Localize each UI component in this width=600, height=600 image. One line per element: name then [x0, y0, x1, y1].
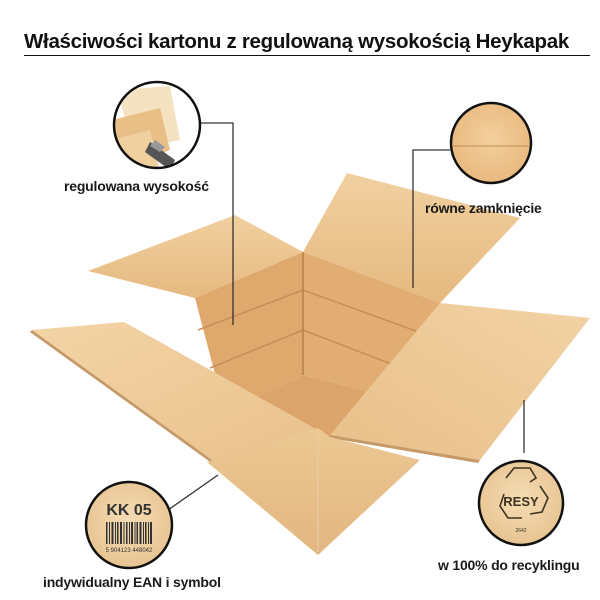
leader-lines — [167, 122, 525, 511]
back-right-flap — [303, 173, 520, 303]
resy-logo-text: RESY — [503, 494, 539, 509]
feature-label-ean-symbol: indywidualny EAN i symbol — [43, 574, 221, 590]
ean-symbol-detail-icon: KK 05 5 904123 448042 — [84, 480, 174, 570]
barcode-digits: 5 904123 448042 — [106, 548, 153, 554]
recycle-detail-icon: RESY 2642 — [477, 459, 565, 547]
resy-logo-code: 2642 — [515, 528, 526, 534]
front-bottom-flap — [207, 428, 420, 555]
front-right-flap — [330, 303, 590, 460]
front-left-flap — [32, 322, 318, 462]
even-closure-detail-icon — [449, 101, 533, 185]
page-title: Właściwości kartonu z regulowaną wysokoś… — [24, 30, 590, 56]
recycle-arrows-icon — [499, 467, 549, 519]
feature-label-adjustable-height: regulowana wysokość — [64, 178, 209, 194]
inner-left-wall — [195, 252, 303, 412]
adjustable-height-detail-icon — [112, 80, 202, 170]
feature-label-recycling: w 100% do recyklingu — [438, 557, 580, 573]
back-left-flap — [88, 215, 303, 298]
symbol-text: KK 05 — [106, 502, 151, 519]
feature-label-even-closure: równe zamknięcie — [425, 200, 542, 216]
barcode-icon — [106, 522, 152, 544]
